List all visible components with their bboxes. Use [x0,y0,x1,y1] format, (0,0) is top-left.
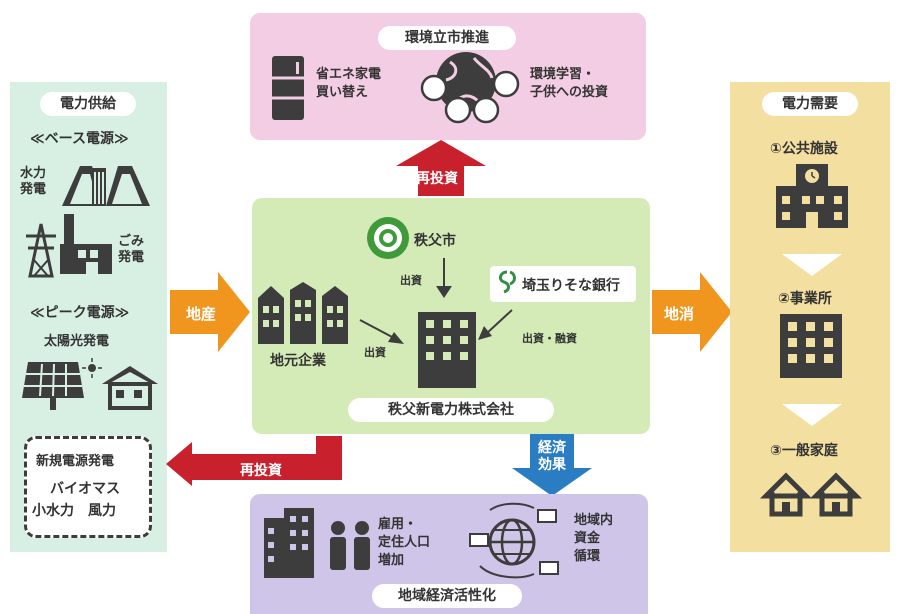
circulation-label: 地域内 資金 循環 [574,513,614,564]
economy-title: 地域経済活性化 [372,584,522,608]
demand-title: 電力需要 [762,92,858,116]
new-power-line1: バイオマス [50,481,120,497]
new-power-line2: 小水力 風力 [32,503,116,519]
demand-down-arrow-2 [782,404,842,426]
local-companies-label: 地元企業 [270,353,326,369]
globe-children-icon [420,52,520,124]
appliance-label: 省エネ家電 買い替え [316,67,382,100]
office-building-icon [780,314,842,378]
people-icon [330,521,370,570]
house-solar-icon [102,366,158,410]
employment-label: 雇用・ 定住人口 増加 [378,517,431,568]
new-power-box [24,436,152,538]
dam-icon [62,166,150,206]
local-production-arrow [170,272,250,352]
solar-panel-icon [22,362,84,410]
education-label: 環境学習・ 子供への投資 [530,67,609,100]
city-arrow [436,258,452,298]
peak-power-label: ≪ピーク電源≫ [30,305,130,321]
demand-down-arrow-1 [782,254,842,276]
houses-icon [759,472,863,517]
refrigerator-icon [272,56,304,120]
local-arrow [359,319,404,344]
public-facility-icon [776,164,848,228]
city-invest-label: 出資 [400,274,422,287]
hydro-label: 水力 発電 [20,166,47,197]
local-production-label: 地産 [186,305,217,323]
environment-title: 環境立市推進 [378,26,516,50]
new-power-title: 新規電源発電 [36,454,115,469]
city-label: 秩父市 [414,233,456,249]
reinvest-left-arrow [166,436,342,486]
local-buildings-icon [258,282,348,344]
bank-logo-icon [498,270,516,294]
company-name: 秩父新電力株式会社 [348,398,554,422]
local-consumption-label: 地消 [664,305,695,323]
bank-invest-label: 出資・融資 [522,332,577,345]
bank-label: 埼玉りそな銀行 [522,278,620,294]
base-power-label: ≪ベース電源≫ [30,131,129,147]
reinvest-top-label: 再投資 [416,171,458,187]
money-circulation-icon [469,502,559,579]
reinvest-bottom-label: 再投資 [240,463,282,479]
economic-effect-arrow [512,434,592,496]
economic-effect-label: 経済 効果 [538,440,566,473]
bank-badge [490,266,636,302]
solar-label: 太陽光発電 [44,334,110,349]
waste-label: ごみ 発電 [118,234,145,265]
city-buildings-icon [264,508,314,578]
reinvest-up-arrow [396,140,486,196]
demand-item3: ③一般家庭 [770,443,838,459]
local-invest-label: 出資 [364,346,386,359]
demand-item2: ②事業所 [778,291,832,307]
company-building-icon [418,312,476,388]
demand-item1: ①公共施設 [770,141,838,157]
bank-arrow [478,309,513,340]
local-consumption-arrow [652,272,732,352]
supply-title: 電力供給 [40,92,136,116]
factory-icon [60,214,112,274]
pylon-icon [26,223,56,278]
sun-icon [82,358,102,378]
chichibu-city-logo-icon [367,217,409,259]
